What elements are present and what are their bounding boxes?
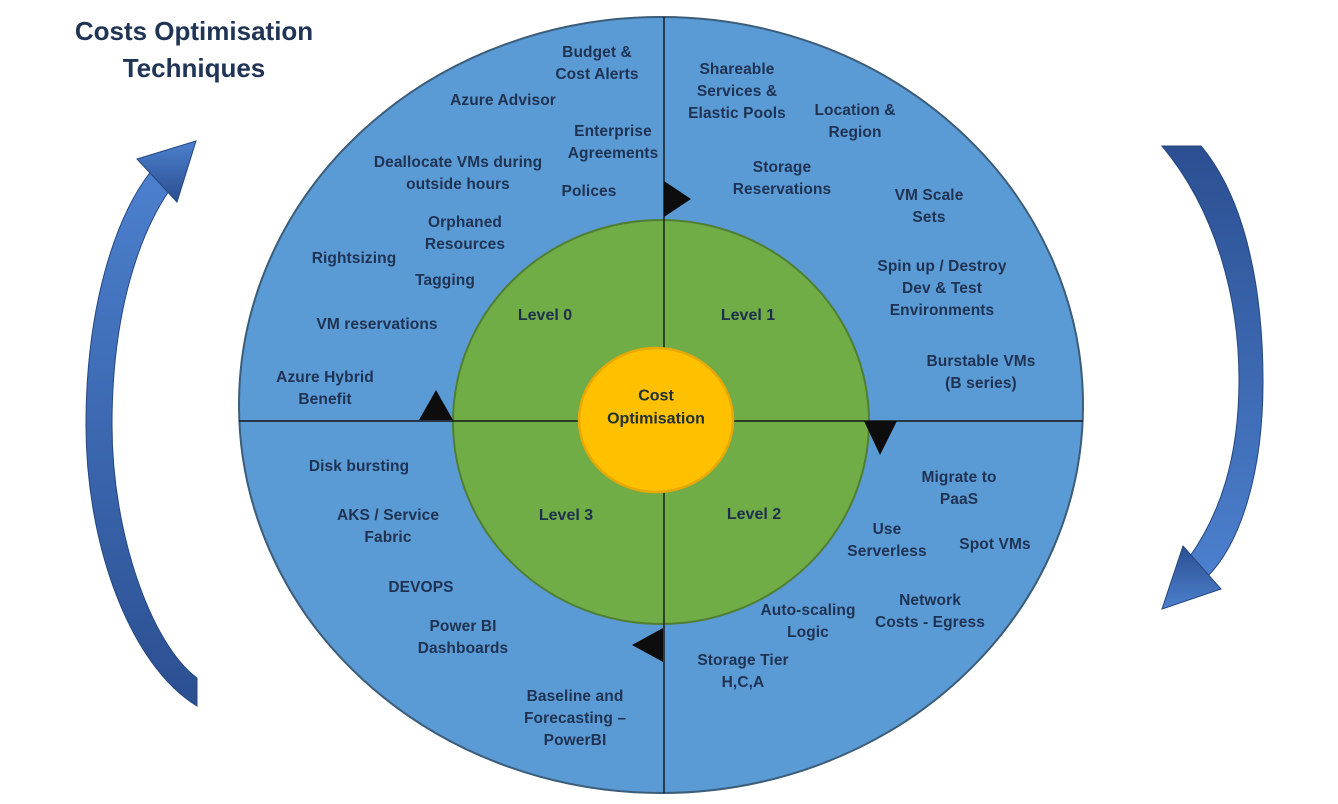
label-spin-up-destroy: Spin up / Destroy Dev & Test Environment… [877,258,1007,319]
flow-triangle-left-icon [419,390,453,420]
label-spot-vms: Spot VMs [959,536,1031,553]
level-2-label: Level 2 [726,505,782,523]
level-0-label: Level 0 [517,306,573,324]
label-devops: DEVOPS [388,579,454,596]
label-disk-bursting: Disk bursting [308,458,410,475]
label-auto-scaling-logic: Auto-scaling Logic [760,602,856,641]
label-power-bi-dashboards: Power BI Dashboards [417,618,509,657]
label-azure-hybrid-benefit: Azure Hybrid Benefit [276,369,374,408]
label-budget-cost-alerts: Budget & Cost Alerts [555,44,639,83]
flow-triangle-bottom-icon [632,628,663,662]
curved-arrow-right-icon [1160,145,1264,610]
label-burstable-vms: Burstable VMs (B series) [926,353,1036,392]
label-shareable-services: Shareable Services & Elastic Pools [688,61,786,122]
core-label: Cost Optimisation [607,387,705,427]
core-circle [577,346,735,494]
label-aks-service-fabric: AKS / Service Fabric [336,507,440,546]
label-location-region: Location & Region [814,102,896,141]
label-storage-tier: Storage Tier H,C,A [697,652,789,691]
level-1-label: Level 1 [720,306,776,324]
flow-triangle-top-icon [664,181,691,217]
label-rightsizing: Rightsizing [311,250,397,267]
label-use-serverless: Use Serverless [847,521,927,560]
label-orphaned-resources: Orphaned Resources [424,214,506,253]
flow-triangle-right-icon [864,421,897,455]
label-vm-scale-sets: VM Scale Sets [894,187,964,226]
label-baseline-forecasting: Baseline and Forecasting – PowerBI [523,688,627,749]
label-azure-advisor: Azure Advisor [450,92,556,109]
level-3-label: Level 3 [538,506,594,524]
label-polices: Polices [561,183,617,200]
label-migrate-to-paas: Migrate to PaaS [921,469,997,508]
label-tagging: Tagging [415,272,475,289]
label-vm-reservations: VM reservations [316,316,438,333]
label-deallocate-vms: Deallocate VMs during outside hours [373,154,543,193]
label-network-costs-egress: Network Costs - Egress [875,592,985,631]
page-title: Costs Optimisation Techniques [74,16,314,83]
label-storage-reservations: Storage Reservations [732,159,832,198]
curved-arrow-left-icon [85,140,198,707]
label-enterprise-agreements: Enterprise Agreements [567,123,659,162]
